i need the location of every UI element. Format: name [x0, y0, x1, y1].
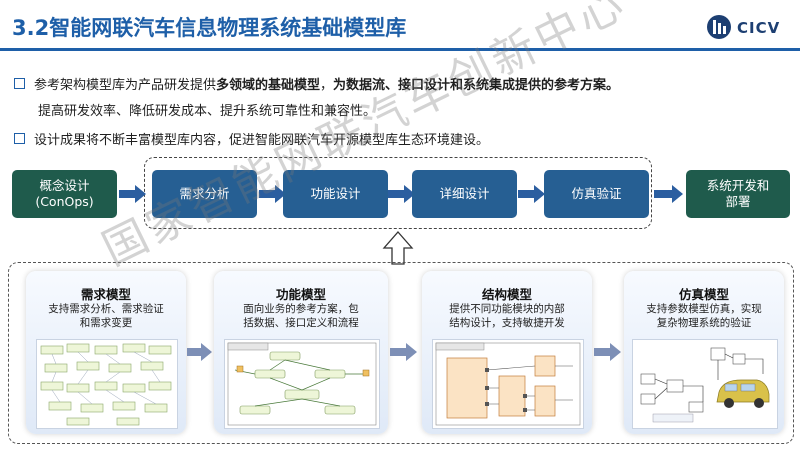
page-title: 3.2智能网联汽车信息物理系统基础模型库: [12, 16, 407, 40]
library-arrow-icon: [187, 343, 212, 361]
model-title: 结构模型: [481, 287, 532, 302]
process-step-function-design: 功能设计: [283, 170, 388, 218]
model-library-frame: [8, 262, 794, 444]
flow-arrow-icon: [518, 185, 545, 203]
process-step-requirements: 需求分析: [152, 170, 257, 218]
model-title: 仿真模型: [678, 287, 729, 302]
model-desc-line2: 括数据、接口定义和流程: [243, 317, 359, 330]
process-end-box: 系统开发和部署: [686, 170, 790, 218]
bullet-1-part1: 参考架构模型库为产品研发提供: [34, 78, 217, 93]
simulation-diagram-thumbnail: [632, 339, 778, 429]
process-step-simulation: 仿真验证: [544, 170, 649, 218]
bullet-1-part2: ，: [320, 78, 334, 93]
bullet-1-continuation: 提高研发效率、降低研发成本、提升系统可靠性和兼容性。: [38, 104, 377, 119]
bullet-2: 设计成果将不断丰富模型库内容，促进智能网联汽车开源模型库生态环境建设。: [14, 129, 489, 148]
logo-text: CICV: [737, 19, 781, 37]
model-desc-line1: 支持需求分析、需求验证: [48, 303, 164, 315]
structure-diagram-thumbnail: [432, 339, 584, 429]
bullet-1-bold2: 为数据流、接口设计和系统集成提供的参考方案。: [333, 78, 620, 93]
model-desc: 支持参数模型仿真，实现 复杂物理系统的验证: [630, 302, 778, 330]
cicv-logo-icon: [707, 15, 731, 39]
function-diagram-thumbnail: [224, 339, 380, 429]
model-panel-requirements: 需求模型 支持需求分析、需求验证 和需求变更: [26, 271, 186, 434]
bullet-2-text: 设计成果将不断丰富模型库内容，促进智能网联汽车开源模型库生态环境建设。: [34, 133, 490, 148]
process-end-line1: 系统开发和: [706, 177, 770, 193]
model-title: 需求模型: [80, 287, 131, 302]
process-start-line2: (ConOps): [35, 194, 94, 209]
model-desc-line1: 提供不同功能模块的内部: [449, 303, 565, 315]
model-desc: 提供不同功能模块的内部 结构设计，支持敏捷开发: [428, 302, 586, 330]
flow-arrow-icon: [119, 185, 146, 203]
model-desc-line2: 和需求变更: [79, 317, 133, 330]
process-start-box: 概念设计(ConOps): [12, 170, 117, 218]
library-arrow-icon: [390, 343, 417, 361]
flow-arrow-icon: [388, 185, 415, 203]
model-panel-simulation: 仿真模型 支持参数模型仿真，实现 复杂物理系统的验证: [624, 271, 784, 434]
flow-arrow-icon: [654, 185, 683, 203]
model-desc-line1: 支持参数模型仿真，实现: [646, 303, 762, 315]
bullet-1-bold1: 多领域的基础模型: [216, 78, 321, 93]
bullet-1: 参考架构模型库为产品研发提供多领域的基础模型，为数据流、接口设计和系统集成提供的…: [14, 74, 619, 93]
model-desc-line1: 面向业务的参考方案，包: [243, 303, 359, 315]
model-title: 功能模型: [275, 287, 326, 302]
process-step-detailed-design: 详细设计: [412, 170, 517, 218]
model-panel-structure: 结构模型 提供不同功能模块的内部 结构设计，支持敏捷开发: [422, 271, 592, 434]
model-desc: 面向业务的参考方案，包 括数据、接口定义和流程: [220, 302, 382, 330]
model-panel-function: 功能模型 面向业务的参考方案，包 括数据、接口定义和流程: [214, 271, 388, 434]
requirements-diagram-thumbnail: [36, 339, 178, 429]
process-end-line2: 部署: [725, 194, 751, 209]
up-arrow-icon: [382, 231, 414, 265]
model-desc-line2: 复杂物理系统的验证: [656, 317, 752, 330]
bullet-square-icon: [14, 78, 25, 89]
header-rule: [0, 48, 800, 51]
library-arrow-icon: [594, 343, 621, 361]
flow-arrow-icon: [259, 185, 286, 203]
model-desc-line2: 结构设计，支持敏捷开发: [449, 317, 565, 330]
cicv-logo: CICV: [706, 14, 786, 42]
bullet-square-icon: [14, 133, 25, 144]
model-desc: 支持需求分析、需求验证 和需求变更: [32, 302, 180, 330]
process-start-line1: 概念设计: [39, 177, 90, 193]
